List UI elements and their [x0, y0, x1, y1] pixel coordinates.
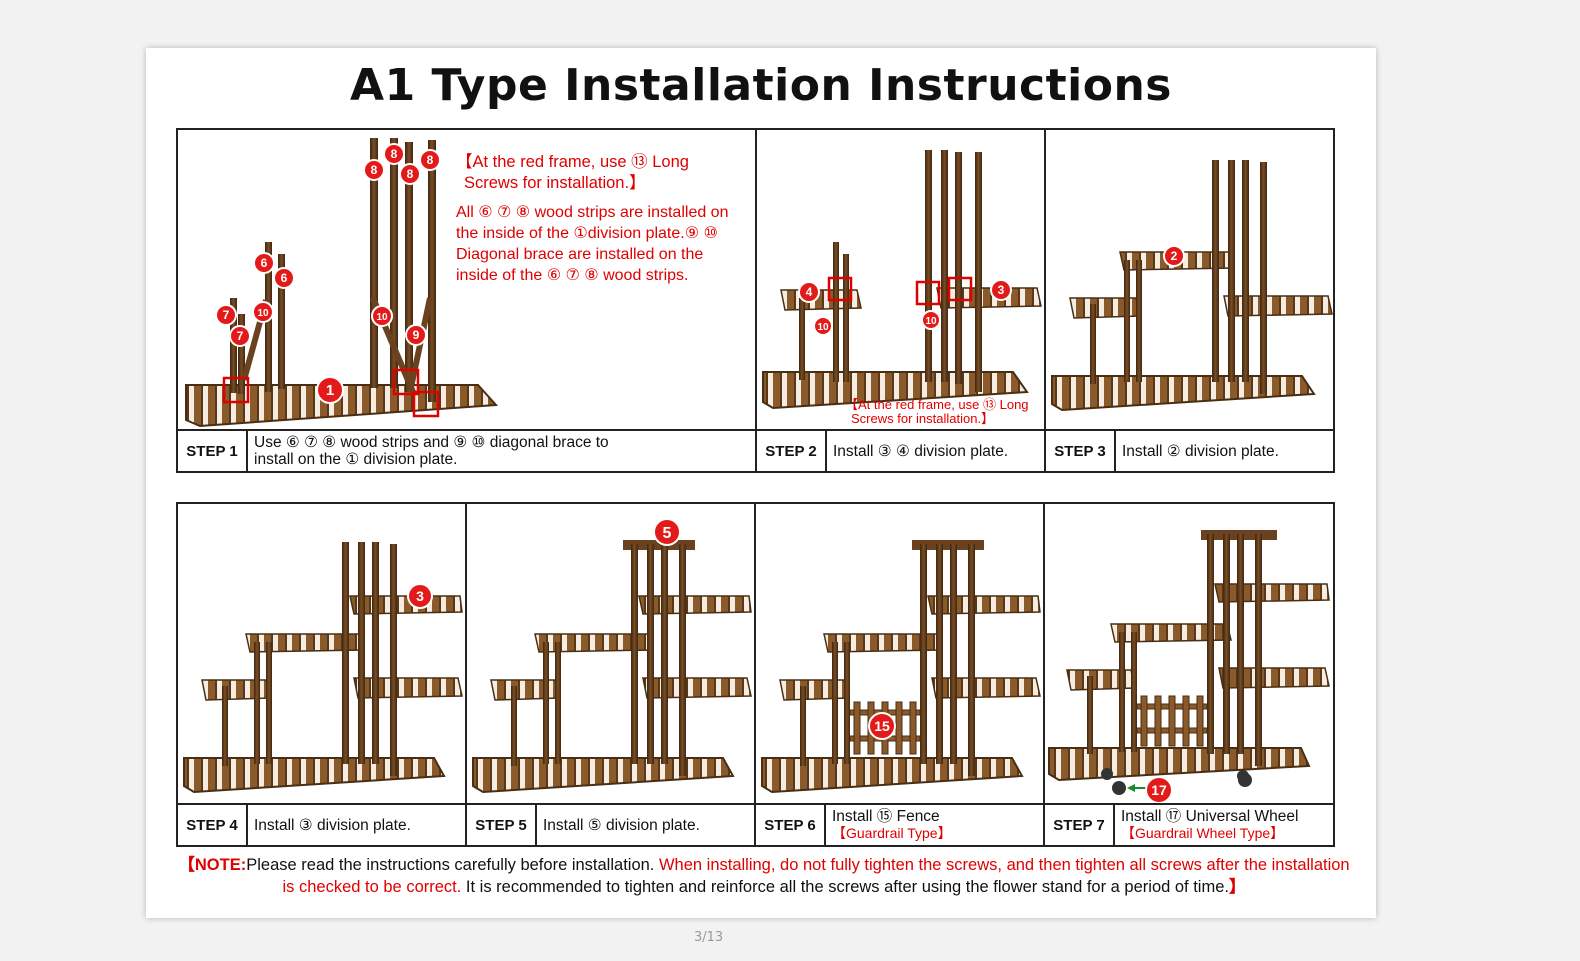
step-3-caption: STEP 3 Install ② division plate. — [1046, 429, 1333, 471]
step-1-panel: 8 8 8 8 6 6 7 7 10 10 9 1 【At the red fr… — [176, 128, 757, 473]
badge-4: 4 — [806, 285, 813, 299]
step-2-label: STEP 2 — [757, 431, 827, 471]
step-4-text: Install ③ division plate. — [254, 816, 411, 834]
step-7-illustration: 17 — [1048, 530, 1330, 804]
step-1-caption: STEP 1 Use ⑥ ⑦ ⑧ wood strips and ⑨ ⑩ dia… — [178, 429, 755, 471]
step-5-text: Install ⑤ division plate. — [543, 816, 700, 834]
step-1-label: STEP 1 — [178, 431, 248, 471]
badge-9: 9 — [413, 328, 420, 342]
step-5-panel: 5 STEP 5 Install ⑤ division plate. — [465, 502, 756, 847]
step-2-panel: 4 3 10 10 【At the red frame, use ⑬ Long … — [755, 128, 1046, 473]
step-2-text: Install ③ ④ division plate. — [833, 442, 1009, 460]
badge-8: 8 — [391, 147, 398, 161]
badge-6: 6 — [261, 256, 268, 270]
page-indicator: 3/13 — [694, 930, 724, 945]
step-6-panel: 15 STEP 6 Install ⑮ Fence 【Guardrail Typ… — [754, 502, 1045, 847]
badge-6: 6 — [281, 271, 288, 285]
installation-note: 【NOTE:Please read the instructions caref… — [178, 856, 1350, 896]
step-6-caption: STEP 6 Install ⑮ Fence 【Guardrail Type】 — [756, 803, 1043, 845]
badge-8: 8 — [427, 153, 434, 167]
step-4-caption: STEP 4 Install ③ division plate. — [178, 803, 465, 845]
step-5-caption: STEP 5 Install ⑤ division plate. — [467, 803, 754, 845]
step-3-label: STEP 3 — [1046, 431, 1116, 471]
step-5-label: STEP 5 — [467, 805, 537, 845]
step-3-panel: 2 STEP 3 Install ② division plate. — [1044, 128, 1335, 473]
step-6-illustration: 15 — [761, 540, 1041, 794]
badge-3: 3 — [998, 283, 1005, 297]
step-6-text: Install ⑮ Fence 【Guardrail Type】 — [832, 808, 952, 841]
step-4-panel: 3 STEP 4 Install ③ division plate. — [176, 502, 467, 847]
badge-7: 7 — [237, 329, 244, 343]
step-1-text: Use ⑥ ⑦ ⑧ wood strips and ⑨ ⑩ diagonal b… — [254, 434, 609, 468]
step-7-text: Install ⑰ Universal Wheel 【Guardrail Whe… — [1121, 808, 1299, 841]
badge-5: 5 — [663, 525, 672, 542]
step-2-illustration: 4 3 10 10 — [762, 150, 1042, 410]
badge-7: 7 — [223, 308, 230, 322]
badge-8: 8 — [407, 167, 414, 181]
step-5-illustration: 5 — [472, 518, 752, 794]
step-4-illustration: 3 — [183, 542, 463, 794]
step-2-callout: 【At the red frame, use ⑬ Long Screws for… — [845, 397, 1029, 426]
badge-1: 1 — [326, 382, 334, 399]
step-3-illustration: 2 — [1051, 160, 1333, 412]
badge-10: 10 — [376, 312, 388, 323]
badge-10: 10 — [817, 322, 829, 333]
badge-10: 10 — [925, 316, 937, 327]
step-1-callout: 【At the red frame, use ⑬ Long Screws for… — [456, 153, 689, 192]
badge-3: 3 — [416, 588, 424, 604]
step-6-label: STEP 6 — [756, 805, 826, 845]
badge-2: 2 — [1171, 249, 1178, 263]
step-7-label: STEP 7 — [1045, 805, 1115, 845]
badge-10: 10 — [257, 308, 269, 319]
step-7-panel: 17 STEP 7 Install ⑰ Universal Wheel 【Gua… — [1043, 502, 1335, 847]
instruction-page: A1 Type Installation Instructions — [146, 48, 1376, 918]
badge-8: 8 — [371, 163, 378, 177]
page-title: A1 Type Installation Instructions — [350, 60, 1172, 111]
step-1-illustration: 8 8 8 8 6 6 7 7 10 10 9 1 — [185, 138, 499, 428]
badge-15: 15 — [874, 718, 890, 734]
step-1-note: All ⑥ ⑦ ⑧ wood strips are installed on t… — [456, 204, 729, 284]
badge-17: 17 — [1151, 782, 1167, 798]
step-2-caption: STEP 2 Install ③ ④ division plate. — [757, 429, 1044, 471]
step-3-text: Install ② division plate. — [1122, 442, 1279, 460]
step-7-caption: STEP 7 Install ⑰ Universal Wheel 【Guardr… — [1045, 803, 1333, 845]
step-4-label: STEP 4 — [178, 805, 248, 845]
